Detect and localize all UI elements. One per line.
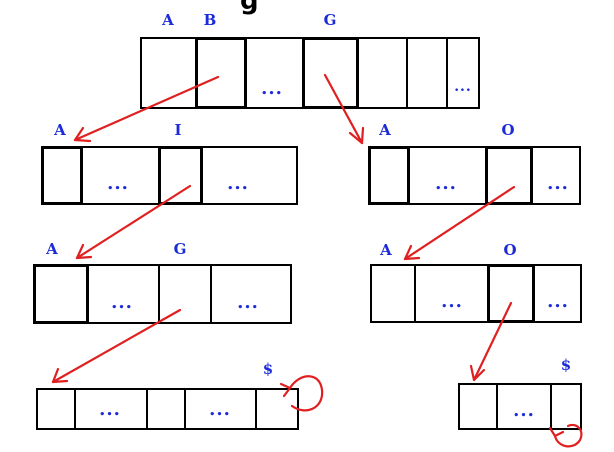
root-label-a: A <box>162 11 174 29</box>
l2-left-label-a: A <box>46 240 58 258</box>
arrow-l1-left-i-to-l2-left <box>75 184 192 260</box>
l1-left-label-i: I <box>174 121 182 139</box>
l1-right-cell-ellipsis-2 <box>531 146 581 205</box>
l1-right-label-o: O <box>501 121 515 139</box>
l1-left-ellipsis-2: ... <box>227 173 249 194</box>
l3-left-ellipsis-2: ... <box>209 399 231 420</box>
self-loop-l3-left <box>288 375 324 412</box>
arrowhead-self-loop-right <box>548 426 565 438</box>
l2-left-ellipsis-2: ... <box>237 292 259 313</box>
l3-left-ellipsis-1: ... <box>99 399 121 420</box>
l2-right-ellipsis-2: ... <box>547 291 569 312</box>
arrow-l2-left-g-to-l3-left <box>51 308 182 384</box>
arrowhead-l1-left <box>75 243 93 260</box>
l1-left-label-a: A <box>54 121 66 139</box>
arrowhead-self-loop-left <box>279 382 292 398</box>
l2-left-cell-ellipsis-2 <box>210 264 292 324</box>
root-ellipsis: ... <box>261 78 283 99</box>
arrowhead-l2-right <box>469 364 486 382</box>
l1-left-ellipsis-1: ... <box>107 173 129 194</box>
l2-right-cell-ellipsis-2 <box>533 264 582 323</box>
arrow-root-g-to-l1-right <box>323 73 364 145</box>
l1-right-ellipsis-1: ... <box>435 173 457 194</box>
l2-right-label-o: O <box>503 241 517 259</box>
arrowhead-l2-left <box>51 367 69 384</box>
arrow-l2-right-o-to-l3-right <box>472 301 513 382</box>
l3-right-cell-end <box>550 383 582 430</box>
l3-left-label-end: $ <box>262 360 274 378</box>
l1-right-ellipsis-2: ... <box>547 173 569 194</box>
l2-left-ellipsis-1: ... <box>111 292 133 313</box>
arrowhead-l1-right <box>403 244 421 261</box>
l2-right-label-a: A <box>380 241 392 259</box>
l1-left-cell-ellipsis-2 <box>201 146 298 205</box>
l3-right-label-end: $ <box>560 356 572 374</box>
l3-right-ellipsis: ... <box>513 400 535 421</box>
root-cell-tail <box>446 37 480 109</box>
l2-left-label-g: G <box>173 240 187 258</box>
arrow-l1-right-o-to-l2-right <box>403 185 516 261</box>
l2-right-ellipsis-1: ... <box>441 291 463 312</box>
self-loop-l3-right <box>553 423 583 448</box>
root-tail-ellipsis: ... <box>454 79 472 95</box>
l1-right-label-a: A <box>379 121 391 139</box>
root-label-b: B <box>203 11 217 29</box>
header-text-fragment: g <box>240 0 259 16</box>
arrowhead-root-b <box>73 126 92 143</box>
root-label-g: G <box>323 11 337 29</box>
arrowhead-root-g <box>348 126 365 145</box>
arrow-root-b-to-l1-left <box>73 75 220 142</box>
